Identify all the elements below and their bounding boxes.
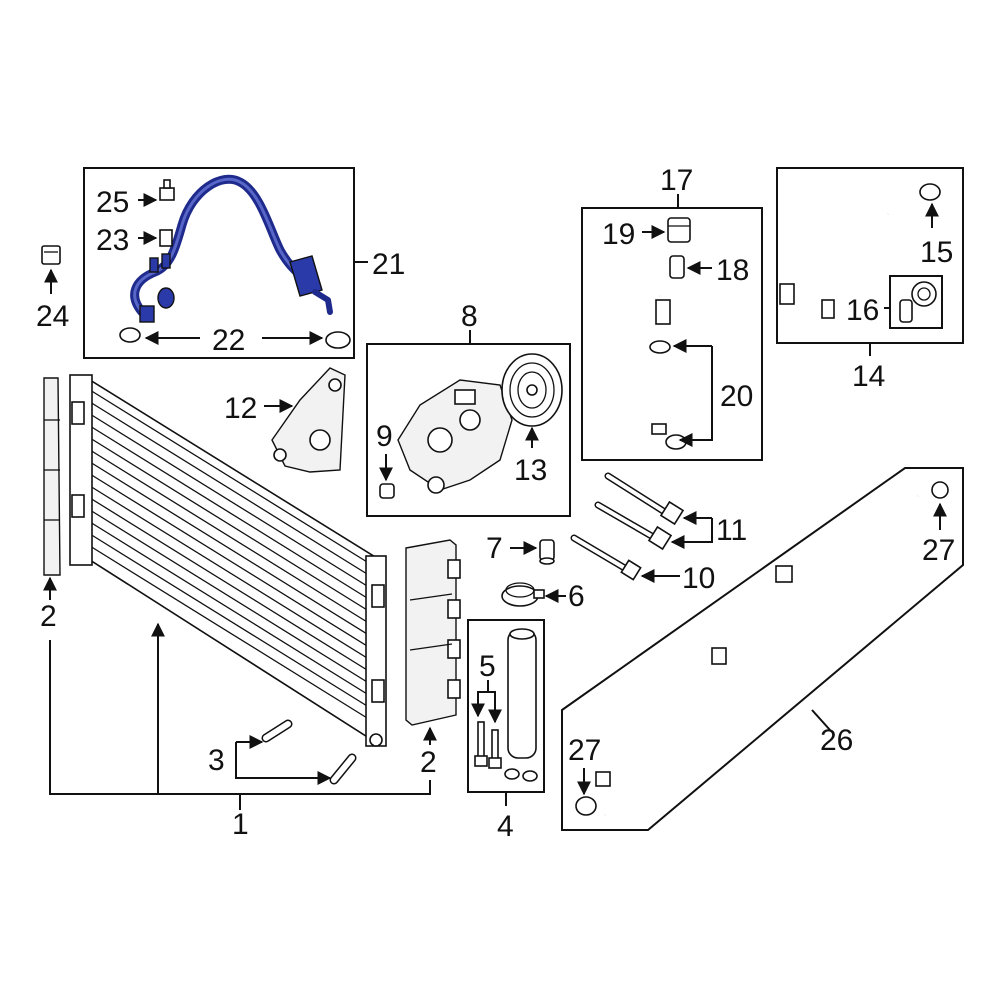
callout-15: 15 bbox=[920, 236, 953, 269]
liquid-line-fitting-16[interactable] bbox=[899, 281, 937, 323]
callout-19: 19 bbox=[602, 218, 635, 251]
callout-21: 21 bbox=[372, 248, 405, 281]
service-cap-24[interactable] bbox=[41, 245, 61, 265]
compressor-bolt-10[interactable] bbox=[570, 534, 642, 581]
suction-cap-19[interactable] bbox=[667, 217, 691, 243]
callout-22: 22 bbox=[212, 324, 245, 357]
box-part-16 bbox=[889, 275, 943, 329]
compressor-bolts-11[interactable] bbox=[594, 472, 685, 551]
pressure-switch[interactable] bbox=[159, 179, 175, 201]
drier-bolts-5[interactable] bbox=[474, 721, 502, 769]
discharge-hose[interactable] bbox=[130, 174, 333, 323]
callout-1: 1 bbox=[232, 808, 249, 841]
box-suction-hose-group bbox=[581, 207, 763, 461]
nut-7[interactable] bbox=[539, 539, 555, 565]
suction-valve-core-18[interactable] bbox=[669, 255, 685, 279]
leader-lines bbox=[43, 193, 947, 810]
callout-24: 24 bbox=[36, 300, 69, 333]
callout-8: 8 bbox=[461, 300, 478, 333]
callout-7: 7 bbox=[486, 532, 503, 565]
callout-26: 26 bbox=[820, 724, 853, 757]
callout-3: 3 bbox=[208, 744, 225, 777]
compressor-bracket[interactable] bbox=[271, 367, 346, 473]
drier-clamp-6[interactable] bbox=[501, 582, 545, 607]
callout-18: 18 bbox=[716, 254, 749, 287]
receiver-drier[interactable] bbox=[504, 628, 538, 782]
condenser[interactable] bbox=[69, 374, 387, 747]
callout-2-left: 2 bbox=[40, 600, 57, 633]
manifold-o-rings-27[interactable] bbox=[575, 481, 949, 816]
callout-13: 13 bbox=[514, 454, 547, 487]
callout-2-right: 2 bbox=[420, 746, 437, 779]
callout-14: 14 bbox=[852, 360, 885, 393]
callout-16: 16 bbox=[846, 294, 879, 327]
manifold-tube[interactable] bbox=[595, 495, 920, 816]
suction-hose[interactable] bbox=[597, 279, 671, 435]
liquid-line-o-ring-15[interactable] bbox=[919, 183, 941, 201]
discharge-o-rings[interactable] bbox=[119, 327, 351, 349]
valve-core[interactable] bbox=[159, 229, 173, 247]
callout-20: 20 bbox=[720, 380, 753, 413]
callout-6: 6 bbox=[568, 580, 585, 613]
callout-9: 9 bbox=[376, 420, 393, 453]
compressor-clutch-pulley[interactable] bbox=[501, 353, 563, 427]
box-manifold-tube-group bbox=[561, 467, 964, 831]
callout-23: 23 bbox=[96, 224, 129, 257]
liquid-line[interactable] bbox=[779, 210, 908, 319]
callout-12: 12 bbox=[224, 392, 257, 425]
condenser-pins[interactable] bbox=[261, 719, 357, 785]
callout-5: 5 bbox=[479, 650, 496, 683]
compressor[interactable] bbox=[397, 379, 513, 494]
callout-4: 4 bbox=[497, 810, 514, 843]
compressor-plug-9[interactable] bbox=[379, 483, 395, 499]
left-air-seal[interactable] bbox=[43, 377, 61, 576]
callout-17: 17 bbox=[660, 164, 693, 197]
callout-25: 25 bbox=[96, 186, 129, 219]
callout-11: 11 bbox=[716, 514, 747, 547]
callout-10: 10 bbox=[682, 562, 715, 595]
right-air-seal[interactable] bbox=[405, 539, 461, 726]
box-compressor-group bbox=[366, 343, 571, 517]
callout-27-right: 27 bbox=[922, 534, 955, 567]
callout-27-left: 27 bbox=[568, 734, 601, 767]
